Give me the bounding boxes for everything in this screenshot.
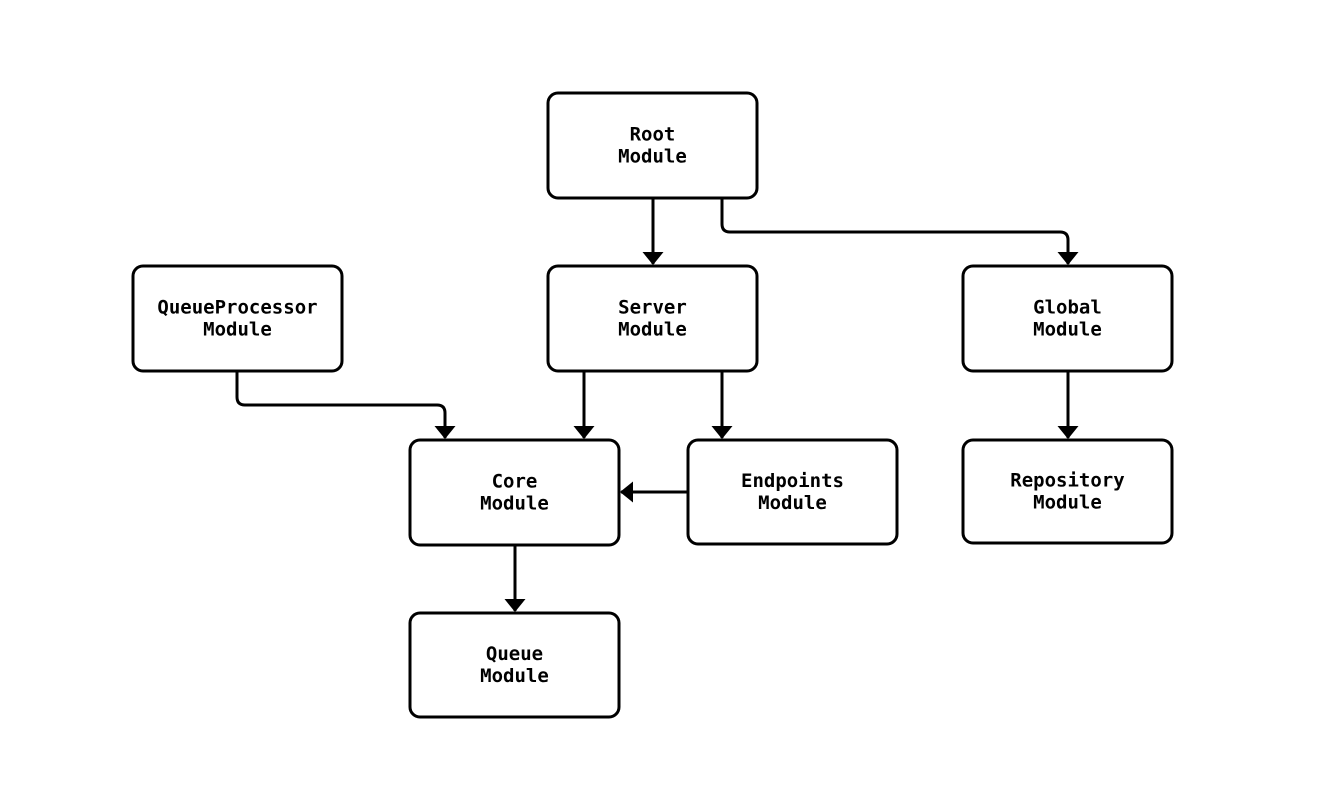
node-queue-processor-label-line2: Module xyxy=(203,319,272,341)
nodes-layer: RootModuleQueueProcessorModuleServerModu… xyxy=(131,91,1174,719)
node-repository-box xyxy=(961,438,1174,545)
node-repository-label-line1: Repository xyxy=(1010,470,1124,492)
node-queue-box xyxy=(408,611,621,719)
node-root-label-line2: Module xyxy=(618,146,687,168)
node-server-box xyxy=(546,264,759,373)
node-queue-label-line1: Queue xyxy=(486,643,543,665)
node-global-box xyxy=(961,264,1174,373)
node-core-label-line2: Module xyxy=(480,493,549,515)
edges-layer xyxy=(235,198,1079,612)
node-endpoints-box xyxy=(686,438,899,546)
node-queue-processor-box xyxy=(131,264,344,373)
node-root-label-line1: Root xyxy=(630,124,676,146)
node-repository-label-line2: Module xyxy=(1033,492,1102,514)
node-global-label-line1: Global xyxy=(1033,297,1102,319)
node-core-box xyxy=(408,438,621,547)
node-core-label-line1: Core xyxy=(492,471,538,493)
node-endpoints-label-line2: Module xyxy=(758,492,827,514)
node-global-label-line2: Module xyxy=(1033,319,1102,341)
edge-queue-processor-to-core xyxy=(235,371,456,439)
node-queue-label-line2: Module xyxy=(480,665,549,687)
node-endpoints-label-line1: Endpoints xyxy=(741,470,844,492)
node-server-label-line1: Server xyxy=(618,297,687,319)
node-root-box xyxy=(546,91,759,200)
node-server-label-line2: Module xyxy=(618,319,687,341)
node-queue-processor-label-line1: QueueProcessor xyxy=(157,297,317,319)
edge-root-to-global xyxy=(720,198,1079,265)
